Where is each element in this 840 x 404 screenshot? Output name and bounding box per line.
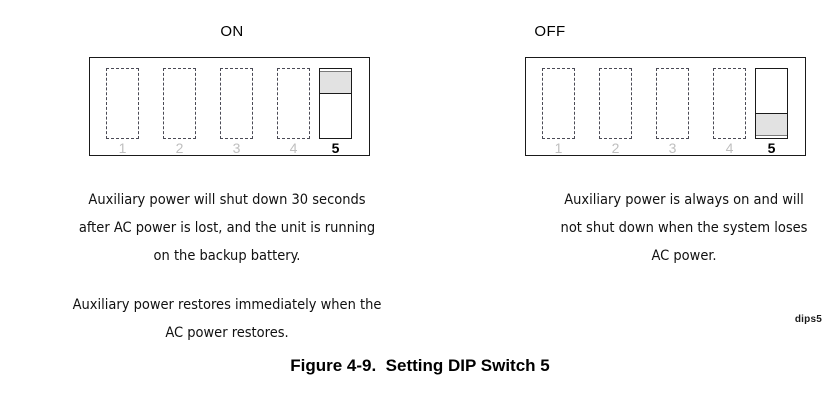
switch-slot-5-off[interactable] bbox=[755, 68, 788, 139]
description-block-off: Auxiliary power is always on and will no… bbox=[508, 186, 840, 270]
switch-slot-5-on[interactable] bbox=[319, 68, 352, 139]
switch-slot-3-off[interactable] bbox=[656, 68, 689, 139]
description-paragraph-2-on: Auxiliary power restores immediately whe… bbox=[22, 291, 432, 347]
switch-number-1-off: 1 bbox=[554, 140, 563, 156]
description-paragraph-1-off: Auxiliary power is always on and will no… bbox=[508, 186, 840, 270]
switch-slot-3-on[interactable] bbox=[220, 68, 253, 139]
switch-number-2-on: 2 bbox=[175, 140, 184, 156]
description-line: AC power. bbox=[651, 248, 717, 264]
switch-slot-2-off[interactable] bbox=[599, 68, 632, 139]
description-paragraph-1-on: Auxiliary power will shut down 30 second… bbox=[22, 186, 432, 270]
state-label-off: OFF bbox=[534, 23, 566, 40]
switch-number-5-off: 5 bbox=[767, 140, 776, 156]
switch-number-3-on: 3 bbox=[232, 140, 241, 156]
switch-slot-1-on[interactable] bbox=[106, 68, 139, 139]
state-label-on: ON bbox=[220, 23, 244, 40]
switch-row-on: 1 2 3 4 5 bbox=[90, 58, 369, 156]
switch-row-off: 1 2 3 4 5 bbox=[526, 58, 805, 156]
artwork-id-label: dips5 bbox=[794, 314, 822, 325]
description-line: on the backup battery. bbox=[153, 248, 301, 264]
switch-number-4-on: 4 bbox=[289, 140, 298, 156]
figure-caption: Figure 4-9. Setting DIP Switch 5 bbox=[290, 356, 550, 375]
switch-slot-1-off[interactable] bbox=[542, 68, 575, 139]
dip-switch-body-off: 1 2 3 4 5 bbox=[525, 57, 806, 156]
description-line: Auxiliary power is always on and will bbox=[564, 192, 804, 208]
description-line: not shut down when the system loses bbox=[560, 220, 808, 236]
switch-slot-4-off[interactable] bbox=[713, 68, 746, 139]
switch-slider-5-on[interactable] bbox=[320, 71, 351, 94]
switch-number-2-off: 2 bbox=[611, 140, 620, 156]
description-line: after AC power is lost, and the unit is … bbox=[78, 220, 376, 236]
dip-switch-panel-off: OFF 1 2 3 4 5 Auxiliary power is always … bbox=[420, 0, 840, 340]
switch-slot-4-on[interactable] bbox=[277, 68, 310, 139]
description-line: Auxiliary power restores immediately whe… bbox=[72, 297, 382, 313]
description-line: Auxiliary power will shut down 30 second… bbox=[88, 192, 366, 208]
switch-slider-5-off[interactable] bbox=[756, 113, 787, 136]
switch-number-4-off: 4 bbox=[725, 140, 734, 156]
description-line: AC power restores. bbox=[165, 325, 289, 341]
switch-number-5-on: 5 bbox=[331, 140, 340, 156]
switch-number-3-off: 3 bbox=[668, 140, 677, 156]
switch-slot-2-on[interactable] bbox=[163, 68, 196, 139]
switch-number-1-on: 1 bbox=[118, 140, 127, 156]
description-block-on: Auxiliary power will shut down 30 second… bbox=[22, 186, 432, 347]
dip-switch-panel-on: ON 1 2 3 4 5 Auxiliary power will shut d… bbox=[0, 0, 420, 341]
dip-switch-body-on: 1 2 3 4 5 bbox=[89, 57, 370, 156]
